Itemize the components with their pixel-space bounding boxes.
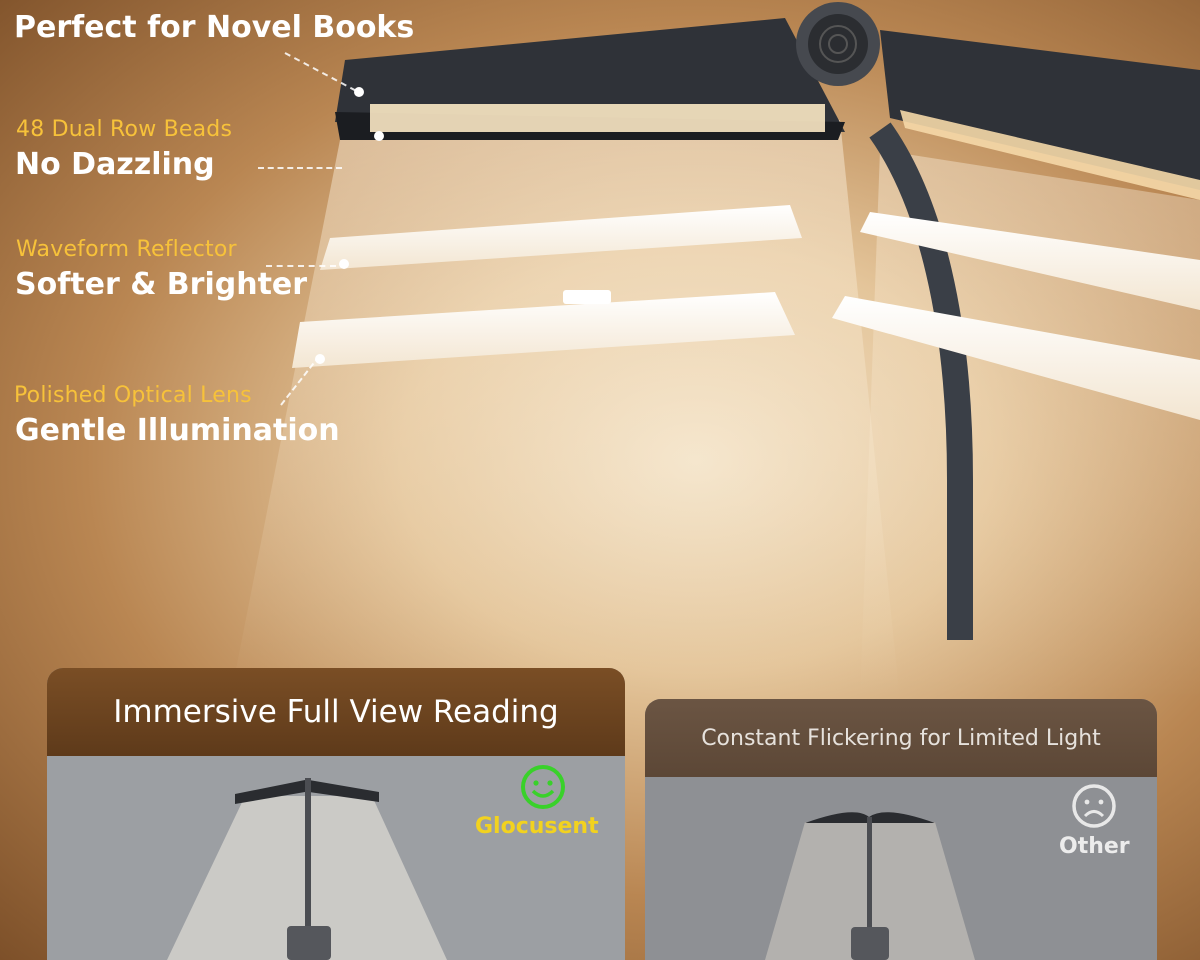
good-lamp-scene [167,778,447,960]
callout-1-title: Perfect for Novel Books [14,10,415,45]
callout-3-dot [339,259,349,269]
callout-2-leader [258,167,342,169]
bad-brand-label: Other [1059,834,1130,859]
callout-3-title: Softer & Brighter [15,267,308,302]
callout-4-dot [315,354,325,364]
callout-4-title: Gentle Illumination [15,413,340,448]
good-panel-title: Immersive Full View Reading [113,694,559,730]
callout-3-leader [266,265,336,267]
bad-panel-title: Constant Flickering for Limited Light [701,725,1101,751]
callout-3-highlight: Waveform Reflector [16,237,237,262]
good-brand-label: Glocusent [475,814,599,839]
callout-2-highlight: 48 Dual Row Beads [16,117,233,142]
comparison-panel-good: Immersive Full View Reading Glocusent [47,668,625,960]
callout-2-dot [374,131,384,141]
good-panel-header: Immersive Full View Reading [47,668,625,756]
callout-2-title: No Dazzling [15,147,215,182]
comparison-panel-bad: Constant Flickering for Limited Light Ot… [645,699,1157,960]
callout-4-highlight: Polished Optical Lens [14,383,252,408]
frown-icon [1072,784,1116,828]
bad-lamp-scene [765,812,975,960]
callout-1-dot [354,87,364,97]
bad-panel-header: Constant Flickering for Limited Light [645,699,1157,777]
smile-icon [521,765,565,809]
